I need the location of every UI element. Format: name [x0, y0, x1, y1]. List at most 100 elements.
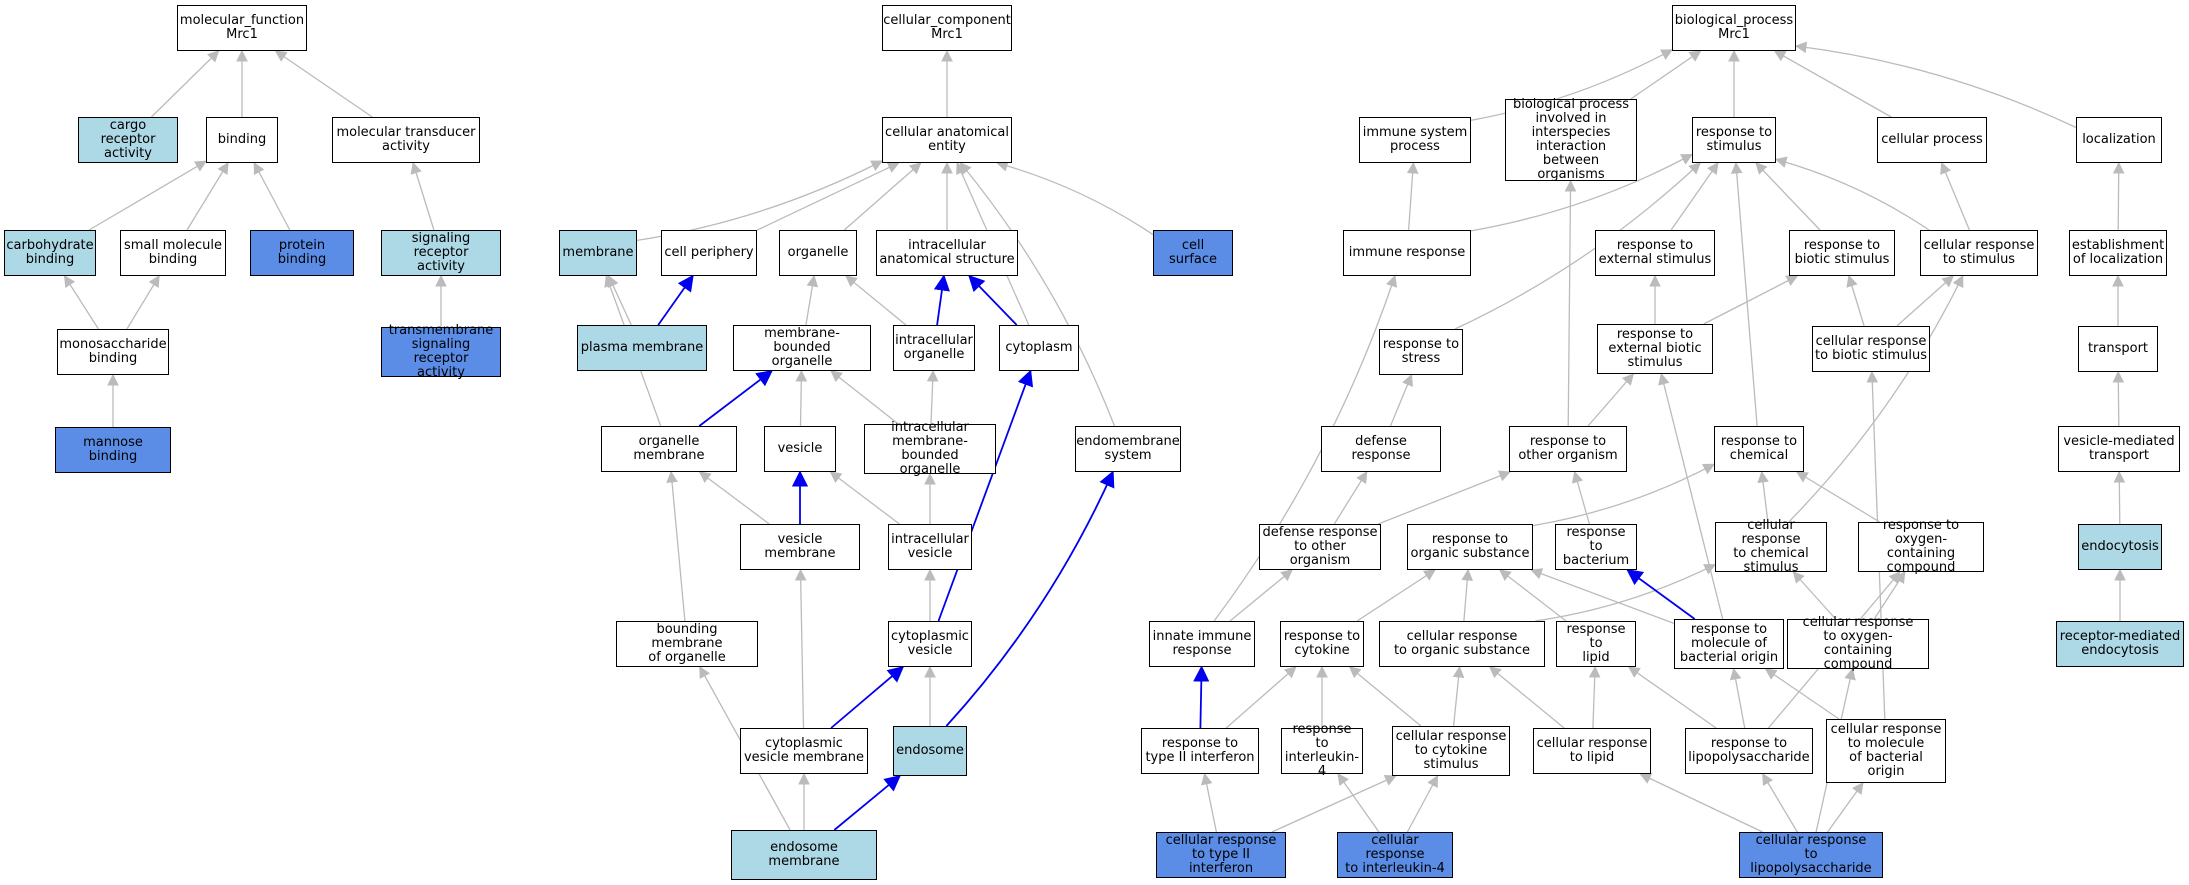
edge-defense-resp-to-resp-stress: [1389, 373, 1413, 427]
go-term-resp-ext-biotic[interactable]: response to external biotic stimulus: [1597, 324, 1713, 374]
go-term-cell-resp-biotic[interactable]: cellular response to biotic stimulus: [1812, 326, 1930, 372]
edge-resp-other-org-to-resp-ext-biotic: [1587, 373, 1635, 427]
go-term-monosacch[interactable]: monosaccharide binding: [57, 329, 169, 375]
edge-resp-other-org-to-bp-interspecies: [1564, 179, 1577, 427]
go-term-resp-stimulus[interactable]: response to stimulus: [1692, 117, 1776, 163]
edge-small-mol-binding-to-binding: [186, 162, 229, 231]
go-term-immune-sys[interactable]: immune system process: [1359, 117, 1471, 163]
go-term-endocytosis[interactable]: endocytosis: [2078, 524, 2162, 570]
go-term-cytoplasm[interactable]: cytoplasm: [999, 325, 1079, 371]
edge-defense-other-org-to-resp-other-org: [1377, 470, 1511, 525]
edge-resp-ext-stim-to-resp-stimulus: [1670, 162, 1719, 231]
go-term-cell-resp-ifng[interactable]: cellular response to type II interferon: [1156, 832, 1286, 878]
edge-intracell-vesicle-to-vesicle: [829, 471, 900, 525]
edge-plasma-membrane-to-cell-periphery: [657, 274, 694, 326]
go-term-defense-other-org[interactable]: defense response to other organism: [1259, 524, 1381, 570]
edge-cell-resp-biotic-to-cell-resp-stim: [1896, 275, 1954, 327]
go-term-sig-receptor[interactable]: signaling receptor activity: [381, 230, 501, 276]
edge-org-membrane-to-mem-bound-org: [698, 370, 773, 427]
go-term-mol-transducer[interactable]: molecular transducer activity: [332, 117, 480, 163]
edge-carb-binding-to-binding: [88, 160, 208, 231]
go-term-resp-lps[interactable]: response to lipopolysaccharide: [1685, 728, 1813, 774]
edge-localization-to-bp-root: [1794, 41, 2077, 129]
go-term-defense-resp[interactable]: defense response: [1321, 426, 1441, 472]
go-term-resp-ext-stim[interactable]: response to external stimulus: [1595, 230, 1715, 276]
go-term-resp-lipid[interactable]: response to lipid: [1556, 621, 1636, 667]
go-term-resp-biotic[interactable]: response to biotic stimulus: [1789, 230, 1895, 276]
go-term-cell-resp-oxygen[interactable]: cellular response to oxygen-containing c…: [1787, 616, 1929, 672]
go-term-intracell-org[interactable]: intracellular organelle: [893, 325, 975, 371]
go-term-vesicle[interactable]: vesicle: [764, 426, 836, 472]
go-term-cell-resp-stim[interactable]: cellular response to stimulus: [1920, 230, 2038, 276]
edge-resp-ext-biotic-to-resp-biotic: [1703, 275, 1799, 325]
edge-intracell-org-to-intracell-anat: [933, 274, 950, 326]
edge-resp-cytokine-to-resp-org-subst: [1356, 569, 1436, 622]
go-term-resp-cytokine[interactable]: response to cytokine: [1280, 621, 1364, 667]
go-term-resp-other-org[interactable]: response to other organism: [1509, 426, 1627, 472]
go-term-cell-resp-lps[interactable]: cellular response to lipopolysaccharide: [1739, 832, 1883, 878]
go-term-cell-resp-mol-bact[interactable]: cellular response to molecule of bacteri…: [1826, 719, 1946, 783]
go-term-endomembrane[interactable]: endomembrane system: [1075, 426, 1181, 472]
go-term-resp-chemical[interactable]: response to chemical: [1714, 426, 1804, 472]
go-term-est-localization[interactable]: establishment of localization: [2069, 230, 2167, 276]
go-term-endosome[interactable]: endosome: [893, 726, 967, 776]
go-term-bp-root[interactable]: biological_process Mrc1: [1672, 5, 1796, 51]
edge-bounding-membrane-to-org-membrane: [666, 470, 686, 622]
go-term-vesicle-membrane[interactable]: vesicle membrane: [740, 524, 860, 570]
go-term-org-membrane[interactable]: organelle membrane: [601, 426, 737, 472]
go-term-cyto-vesicle[interactable]: cytoplasmic vesicle: [888, 621, 972, 667]
edge-cytoplasm-to-intracell-anat: [968, 274, 1018, 326]
edge-cell-resp-biotic-to-resp-biotic: [1846, 274, 1865, 327]
go-term-cell-resp-chem[interactable]: cellular response to chemical stimulus: [1715, 519, 1827, 575]
go-term-carb-binding[interactable]: carbohydrate binding: [4, 230, 96, 276]
edge-resp-lipid-to-resp-org-subst: [1498, 569, 1567, 622]
go-term-cell-periphery[interactable]: cell periphery: [661, 230, 757, 276]
edge-cell-resp-chem-to-cell-resp-stim: [1788, 274, 1964, 523]
go-term-resp-il4[interactable]: response to interleukin-4: [1281, 723, 1363, 779]
go-term-resp-stress[interactable]: response to stress: [1379, 329, 1463, 375]
go-term-bp-interspecies[interactable]: biological process involved in interspec…: [1505, 98, 1637, 182]
go-term-intracell-mb-org[interactable]: intracellular membrane-bounded organelle: [864, 421, 996, 477]
go-term-mf-root[interactable]: molecular_function Mrc1: [177, 5, 307, 51]
go-term-cell-resp-lipid[interactable]: cellular response to lipid: [1533, 728, 1651, 774]
edge-cell-resp-cytokine-to-resp-cytokine: [1348, 666, 1422, 727]
go-term-resp-org-subst[interactable]: response to organic substance: [1407, 524, 1533, 570]
go-term-membrane[interactable]: membrane: [559, 230, 637, 276]
go-term-tm-sig-receptor[interactable]: transmembrane signaling receptor activit…: [381, 324, 501, 380]
go-term-cc-root[interactable]: cellular_component Mrc1: [882, 5, 1012, 51]
go-term-cell-resp-il4[interactable]: cellular response to interleukin-4: [1337, 832, 1453, 878]
go-term-plasma-membrane[interactable]: plasma membrane: [577, 325, 707, 371]
go-term-transport[interactable]: transport: [2078, 326, 2158, 372]
edge-immune-response-to-immune-sys: [1406, 161, 1419, 231]
go-term-cyto-vesicle-mem[interactable]: cytoplasmic vesicle membrane: [740, 728, 868, 774]
go-term-intracell-anat[interactable]: intracellular anatomical structure: [876, 230, 1018, 276]
go-term-resp-bacterium[interactable]: response to bacterium: [1555, 524, 1637, 570]
go-term-cargo-receptor[interactable]: cargo receptor activity: [78, 117, 178, 163]
go-term-cell-resp-cytokine[interactable]: cellular response to cytokine stimulus: [1392, 726, 1510, 776]
go-term-resp-ifng[interactable]: response to type II interferon: [1141, 728, 1259, 774]
go-term-innate-immune[interactable]: innate immune response: [1149, 621, 1255, 667]
go-term-cellular-process[interactable]: cellular process: [1877, 117, 1987, 163]
go-term-mannose[interactable]: mannose binding: [55, 427, 171, 473]
go-term-resp-oxygen[interactable]: response to oxygen-containing compound: [1858, 519, 1984, 575]
go-term-binding[interactable]: binding: [206, 117, 278, 163]
go-term-small-mol-binding[interactable]: small molecule binding: [120, 230, 226, 276]
go-term-organelle[interactable]: organelle: [779, 230, 857, 276]
go-term-bounding-membrane[interactable]: bounding membrane of organelle: [616, 621, 758, 667]
go-term-mem-bound-org[interactable]: membrane-bounded organelle: [733, 325, 871, 371]
go-term-vesicle-transport[interactable]: vesicle-mediated transport: [2058, 426, 2180, 472]
go-term-localization[interactable]: localization: [2076, 117, 2162, 163]
go-term-immune-response[interactable]: immune response: [1343, 230, 1471, 276]
go-term-cell-resp-org-subst[interactable]: cellular response to organic substance: [1379, 621, 1545, 667]
edge-intracell-mb-org-to-intracell-org: [926, 369, 939, 425]
go-term-protein-binding[interactable]: protein binding: [250, 230, 354, 276]
go-term-endosome-membrane[interactable]: endosome membrane: [731, 830, 877, 880]
edge-defense-other-org-to-defense-resp: [1333, 471, 1368, 525]
go-term-resp-mol-bact[interactable]: response to molecule of bacterial origin: [1674, 619, 1784, 669]
edge-resp-org-subst-to-resp-chemical: [1532, 463, 1716, 527]
go-term-rm-endocytosis[interactable]: receptor-mediated endocytosis: [2056, 621, 2184, 667]
edge-mem-bound-org-to-organelle: [805, 274, 819, 326]
go-term-cell-anat[interactable]: cellular anatomical entity: [882, 117, 1012, 163]
go-term-intracell-vesicle[interactable]: intracellular vesicle: [888, 524, 972, 570]
go-term-cell-surface[interactable]: cell surface: [1153, 230, 1233, 276]
